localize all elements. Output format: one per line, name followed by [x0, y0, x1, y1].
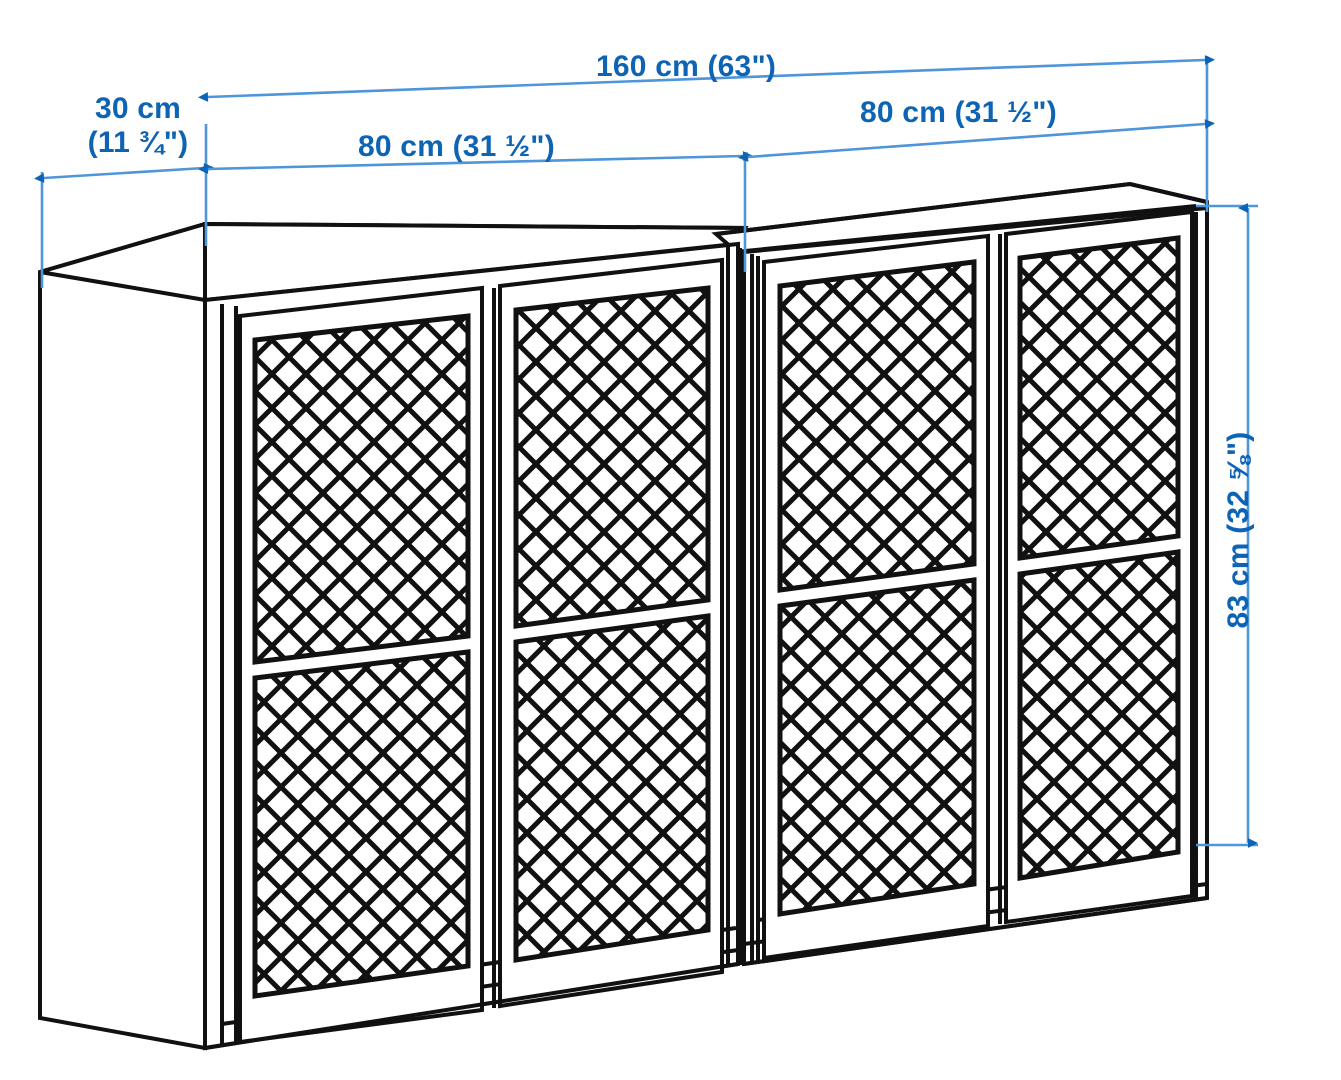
dimension-label-right-unit-width: 80 cm (31 ½")	[860, 96, 1057, 129]
dim-line-depth	[34, 163, 214, 183]
dimension-label-total-width: 160 cm (63")	[596, 50, 777, 83]
left-side-panel	[38, 221, 207, 1051]
door-4-panel-upper	[1017, 235, 1181, 561]
dimension-label-depth: 30 cm (11 ¾")	[58, 92, 218, 159]
center-join-stiles	[726, 246, 754, 966]
door-2[interactable]	[498, 257, 724, 1009]
cabinet-body	[38, 181, 1209, 1051]
door-4-panel-lower	[1017, 549, 1181, 881]
door-3-panel-lower	[777, 577, 977, 917]
dim-line-left-width	[198, 151, 753, 174]
door-3-panel-upper	[777, 259, 977, 593]
depth-imperial: (11 ¾")	[87, 125, 189, 159]
door-1-panel-lower	[252, 649, 471, 999]
dimension-lines	[34, 55, 1258, 848]
dim-line-right-width	[738, 119, 1215, 162]
door-4[interactable]	[1004, 209, 1194, 925]
door-1[interactable]	[238, 285, 496, 1045]
dimension-label-left-unit-width: 80 cm (31 ½")	[358, 130, 555, 163]
door-2-panel-upper	[513, 285, 711, 629]
depth-metric: 30 cm	[94, 92, 182, 125]
door-3[interactable]	[762, 233, 1002, 961]
cabinet-bottom-edge	[204, 896, 1208, 1050]
door-1-panel-upper	[252, 313, 471, 665]
door-2-panel-lower	[513, 613, 711, 963]
dim-line-total-width	[198, 55, 1215, 102]
dimension-label-height: 83 cm (32 ⅝")	[1222, 431, 1255, 629]
